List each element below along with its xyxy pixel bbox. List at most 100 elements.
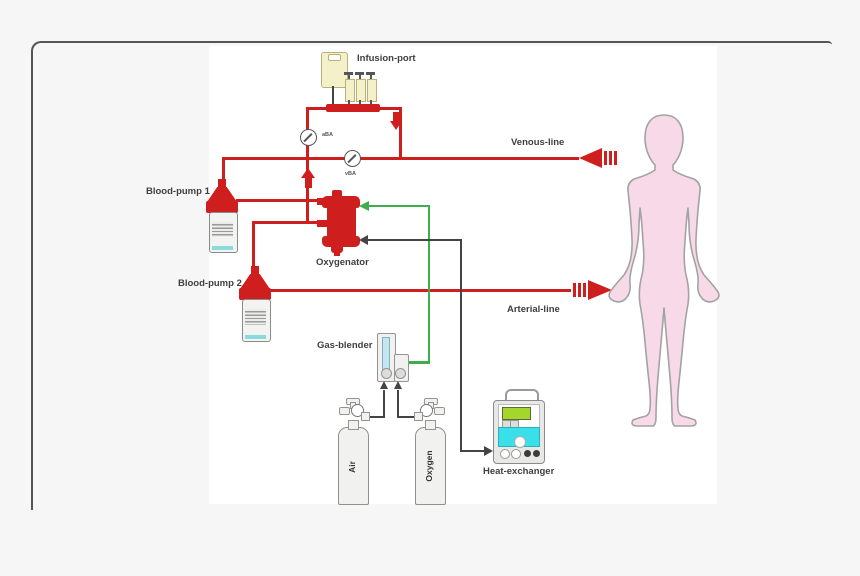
infusion-bag-slot <box>328 54 341 61</box>
syringe-barrel <box>355 79 366 102</box>
syringe-handle <box>355 72 364 75</box>
air-tank-neck <box>348 420 359 430</box>
oxygenator-top-nub <box>332 190 342 197</box>
gas-arrow-icon <box>359 200 369 211</box>
air-supply-line-v <box>383 390 385 418</box>
venous-cannula-bar <box>614 151 617 165</box>
pump1-cyan-band <box>212 245 233 250</box>
oxygen-tank-neck <box>425 420 436 430</box>
oxygen-tank-gauge-icon <box>420 404 433 417</box>
pump1-connector <box>218 179 226 188</box>
oxygen-tank-outlet-port <box>414 412 423 421</box>
venous-line <box>222 156 579 160</box>
flow-up-arrow-stem <box>304 177 312 188</box>
manifold-left-link <box>306 107 328 110</box>
syringe-barrel <box>344 79 355 102</box>
syringe-stem <box>358 74 361 80</box>
pump2-feed-line <box>252 220 255 271</box>
pump2-connector <box>251 266 259 275</box>
arterial-cannula-bar <box>573 283 576 297</box>
arterial-cannula-bar <box>583 283 586 297</box>
venous-cannula-bar <box>604 151 607 165</box>
syringe-handle <box>344 72 353 75</box>
gauge-needle <box>303 132 312 142</box>
syringe-stem <box>369 74 372 80</box>
oxygen-tank-body <box>415 427 446 505</box>
arterial-line-label: Arterial-line <box>507 304 560 315</box>
infusion-drop-line <box>306 107 309 223</box>
venous-arrow-icon <box>579 147 602 168</box>
arterial-arrow-icon <box>588 279 612 300</box>
heat-exchanger-label: Heat-exchanger <box>483 466 555 477</box>
air-tank-outlet-port <box>361 412 370 421</box>
gauge-vba-label: vBA <box>345 171 357 177</box>
heat-exchanger-port <box>513 436 526 448</box>
water-arrow-left-icon <box>359 234 368 245</box>
infusion-port-label: Infusion-port <box>357 53 416 64</box>
oxygenator-top-cap <box>322 196 360 208</box>
pump2-cartridge <box>242 299 271 342</box>
gas-blender-label: Gas-blender <box>317 340 373 351</box>
syringe-needle <box>370 100 372 106</box>
water-line-bottom <box>460 449 485 452</box>
oxygenator-outlet-stub <box>317 220 328 227</box>
heat-exchanger-connector <box>500 449 510 459</box>
gas-blender-knob <box>380 368 392 379</box>
pump1-outlet-line <box>236 199 320 202</box>
air-tank-label: Air <box>347 461 357 473</box>
syringe-stem <box>347 74 350 80</box>
oxygen-tank-side-knob <box>434 407 445 415</box>
pump1-head <box>206 201 238 213</box>
gas-blender-knob <box>394 368 406 379</box>
air-tank-gauge-icon <box>351 404 364 417</box>
oxygenator-bottom-cap <box>322 236 360 247</box>
gas-line-vert <box>427 204 430 364</box>
flow-down-arrow-icon <box>389 121 402 130</box>
oxygenator-spout <box>331 246 343 253</box>
arterial-line <box>269 288 571 292</box>
water-arrow-right-icon <box>484 446 493 456</box>
air-supply-arrow-icon <box>379 381 388 389</box>
venous-cannula-bar <box>609 151 612 165</box>
oxygenator-inlet-stub <box>317 198 325 205</box>
infusion-bag-tube <box>332 86 334 106</box>
air-tank-side-knob <box>339 407 350 415</box>
syringe-needle <box>359 100 361 106</box>
patient-body <box>608 114 720 427</box>
pump1-inlet-line <box>221 158 225 183</box>
heat-exchanger-handle <box>505 389 539 404</box>
heat-exchanger-display <box>502 407 531 420</box>
syringe-barrel <box>366 79 377 102</box>
gas-blender-flowmeter <box>381 337 390 371</box>
oxygen-tank-label: Oxygen <box>424 450 434 482</box>
oxygenator-return-line <box>252 220 318 224</box>
oxygenator-body <box>327 207 356 238</box>
blood-pump-2-label: Blood-pump 2 <box>178 278 242 289</box>
heat-exchanger-switch <box>533 450 540 457</box>
flow-down-arrow-stem <box>393 112 399 122</box>
water-line-vert <box>460 238 463 452</box>
venous-line-label: Venous-line <box>511 137 565 148</box>
gauge-needle <box>347 153 356 163</box>
pump2-ribs <box>245 309 266 325</box>
manifold-right-link <box>378 107 402 110</box>
figure-frame <box>31 41 832 510</box>
oxygenator-label: Oxygenator <box>316 257 369 268</box>
pump1-cartridge <box>209 212 238 253</box>
heat-exchanger-connector <box>511 449 521 459</box>
blood-pump-1-label: Blood-pump 1 <box>146 186 210 197</box>
oxygen-supply-line-h <box>397 416 418 418</box>
flow-up-arrow-icon <box>301 168 315 178</box>
oxygen-supply-arrow-icon <box>393 381 402 389</box>
gauge-aba-label: aBA <box>322 132 334 138</box>
gas-line-top <box>368 204 430 208</box>
water-line-top <box>367 238 461 241</box>
oxygen-supply-line-v <box>397 390 399 418</box>
infusion-right-line <box>399 107 402 160</box>
oxygenator-spout-tip <box>334 252 340 256</box>
gauge-vba-icon <box>343 149 361 167</box>
arterial-cannula-bar <box>578 283 581 297</box>
air-supply-line-h <box>362 416 385 418</box>
heat-exchanger-switch <box>524 450 531 457</box>
